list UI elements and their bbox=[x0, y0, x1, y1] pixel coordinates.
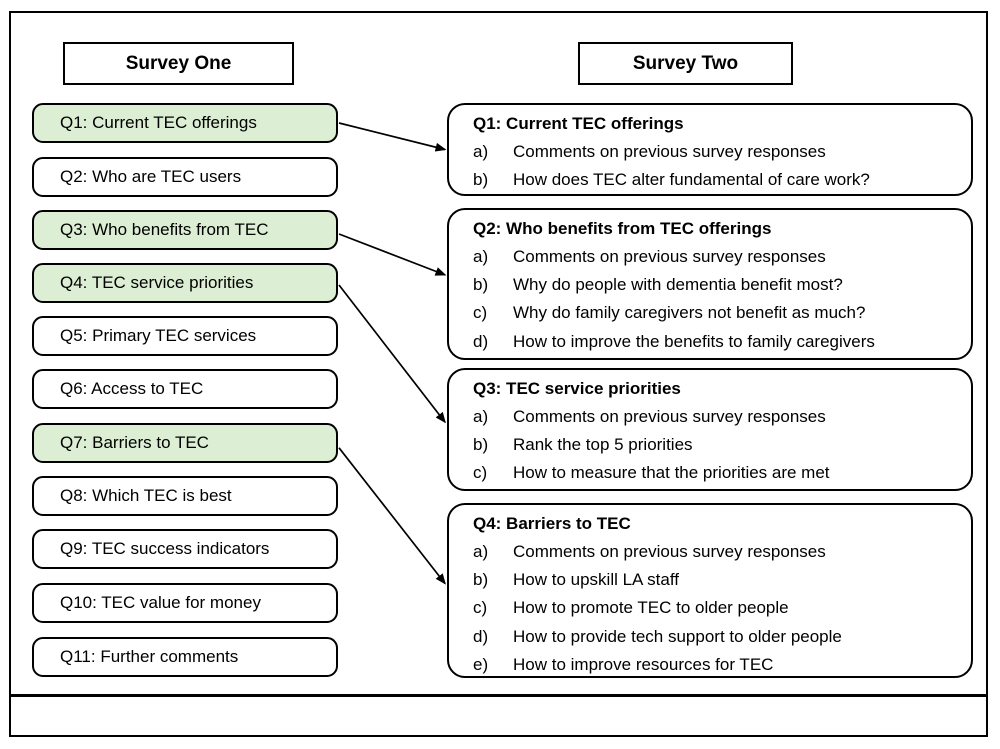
sub-question-text: Comments on previous survey responses bbox=[513, 142, 826, 161]
survey-one-question-box: Q11: Further comments bbox=[32, 637, 338, 677]
survey-one-question-label: Q1: Current TEC offerings bbox=[60, 113, 257, 132]
survey-two-sub-question: a) Comments on previous survey responses bbox=[473, 138, 953, 166]
survey-one-question-box: Q9: TEC success indicators bbox=[32, 529, 338, 569]
survey-one-question-label: Q9: TEC success indicators bbox=[60, 539, 270, 558]
sub-question-letter: d) bbox=[473, 626, 489, 646]
survey-two-sub-question: e) How to improve resources for TEC bbox=[473, 651, 953, 679]
survey-one-question-box: Q7: Barriers to TEC bbox=[32, 423, 338, 463]
sub-question-letter: e) bbox=[473, 654, 489, 674]
sub-question-letter: c) bbox=[473, 303, 488, 323]
survey-two-sub-question: c) Why do family caregivers not benefit … bbox=[473, 299, 953, 327]
sub-question-text: How to improve resources for TEC bbox=[513, 654, 774, 674]
sub-question-text: Why do people with dementia benefit most… bbox=[513, 275, 843, 295]
survey-two-question-box: Q1: Current TEC offerings a) Comments on… bbox=[447, 103, 973, 196]
sub-question-letter: b) bbox=[473, 275, 489, 295]
survey-one-question-label: Q3: Who benefits from TEC bbox=[60, 220, 269, 239]
sub-question-letter: b) bbox=[473, 570, 489, 590]
survey-two-question-title: Q2: Who benefits from TEC offerings bbox=[473, 219, 772, 238]
survey-two-sub-question: b) Rank the top 5 priorities bbox=[473, 431, 953, 459]
survey-one-title: Survey One bbox=[125, 52, 232, 74]
survey-two-sub-question: b) How to upskill LA staff bbox=[473, 566, 953, 594]
sub-question-letter: a) bbox=[473, 247, 489, 266]
survey-two-sub-question: a) Comments on previous survey responses bbox=[473, 243, 953, 271]
survey-two-question-title: Q1: Current TEC offerings bbox=[473, 114, 684, 133]
sub-question-text: How to promote TEC to older people bbox=[513, 598, 789, 618]
survey-one-question-label: Q7: Barriers to TEC bbox=[60, 433, 209, 452]
survey-two-header: Survey Two bbox=[578, 42, 793, 85]
survey-one-question-label: Q5: Primary TEC services bbox=[60, 326, 257, 345]
sub-question-text: Comments on previous survey responses bbox=[513, 407, 826, 426]
survey-one-question-label: Q6: Access to TEC bbox=[60, 379, 204, 398]
sub-question-letter: a) bbox=[473, 542, 489, 561]
survey-two-title: Survey Two bbox=[632, 52, 739, 74]
survey-one-question-box: Q10: TEC value for money bbox=[32, 583, 338, 623]
survey-two-sub-question: d) How to provide tech support to older … bbox=[473, 623, 953, 651]
survey-one-question-box: Q8: Which TEC is best bbox=[32, 476, 338, 516]
survey-two-sub-question: b) How does TEC alter fundamental of car… bbox=[473, 166, 953, 194]
sub-question-text: Comments on previous survey responses bbox=[513, 542, 826, 561]
survey-two-question-box: Q4: Barriers to TEC a) Comments on previ… bbox=[447, 503, 973, 678]
survey-two-sub-question: b) Why do people with dementia benefit m… bbox=[473, 271, 953, 299]
survey-one-question-box: Q3: Who benefits from TEC bbox=[32, 210, 338, 250]
sub-question-letter: a) bbox=[473, 142, 489, 161]
survey-one-question-label: Q10: TEC value for money bbox=[60, 593, 261, 612]
survey-one-question-label: Q8: Which TEC is best bbox=[60, 486, 232, 505]
sub-question-text: Comments on previous survey responses bbox=[513, 247, 826, 266]
sub-question-text: How to improve the benefits to family ca… bbox=[513, 331, 875, 351]
sub-question-text: Why do family caregivers not benefit as … bbox=[513, 303, 866, 323]
survey-one-question-box: Q6: Access to TEC bbox=[32, 369, 338, 409]
survey-two-sub-question: c) How to promote TEC to older people bbox=[473, 594, 953, 622]
survey-two-sub-question: c) How to measure that the priorities ar… bbox=[473, 459, 953, 487]
survey-one-question-box: Q5: Primary TEC services bbox=[32, 316, 338, 356]
survey-one-question-label: Q4: TEC service priorities bbox=[60, 273, 254, 292]
survey-one-question-box: Q2: Who are TEC users bbox=[32, 157, 338, 197]
survey-two-question-box: Q3: TEC service priorities a) Comments o… bbox=[447, 368, 973, 491]
survey-one-header: Survey One bbox=[63, 42, 294, 85]
sub-question-letter: d) bbox=[473, 331, 489, 351]
footer-divider-line bbox=[9, 694, 988, 697]
sub-question-text: How does TEC alter fundamental of care w… bbox=[513, 170, 870, 190]
sub-question-letter: b) bbox=[473, 170, 489, 190]
survey-two-sub-question: a) Comments on previous survey responses bbox=[473, 403, 953, 431]
sub-question-letter: c) bbox=[473, 598, 488, 618]
sub-question-text: How to measure that the priorities are m… bbox=[513, 463, 830, 483]
survey-one-question-label: Q11: Further comments bbox=[60, 647, 239, 666]
survey-two-question-box: Q2: Who benefits from TEC offerings a) C… bbox=[447, 208, 973, 360]
survey-one-question-box: Q1: Current TEC offerings bbox=[32, 103, 338, 143]
survey-two-question-title: Q4: Barriers to TEC bbox=[473, 514, 631, 533]
sub-question-text: How to upskill LA staff bbox=[513, 570, 679, 590]
sub-question-letter: a) bbox=[473, 407, 489, 426]
sub-question-text: Rank the top 5 priorities bbox=[513, 435, 693, 455]
survey-one-question-label: Q2: Who are TEC users bbox=[60, 167, 242, 186]
survey-one-question-box: Q4: TEC service priorities bbox=[32, 263, 338, 303]
sub-question-letter: c) bbox=[473, 463, 488, 483]
sub-question-letter: b) bbox=[473, 435, 489, 455]
survey-two-sub-question: d) How to improve the benefits to family… bbox=[473, 328, 953, 356]
survey-two-sub-question: a) Comments on previous survey responses bbox=[473, 538, 953, 566]
sub-question-text: How to provide tech support to older peo… bbox=[513, 626, 842, 646]
survey-two-question-title: Q3: TEC service priorities bbox=[473, 379, 681, 398]
